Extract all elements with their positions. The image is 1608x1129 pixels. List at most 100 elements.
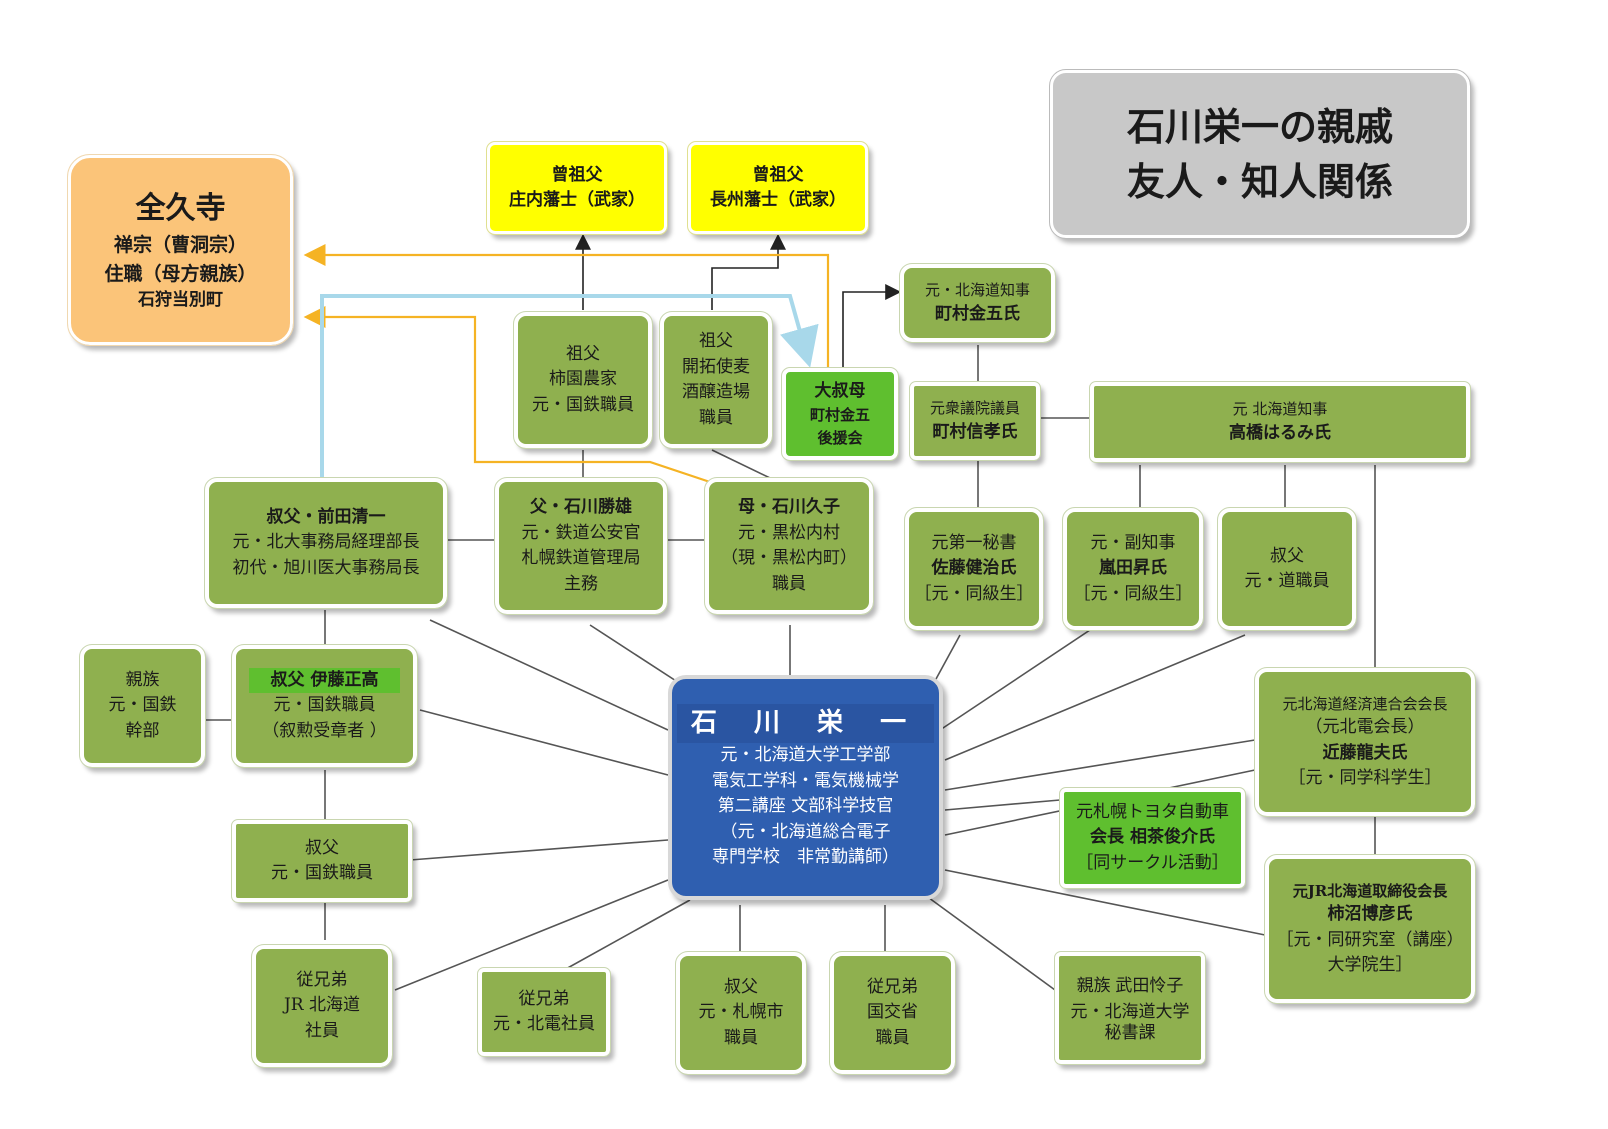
center-line1: 元・北海道大学工学部 xyxy=(720,745,891,766)
uncle-ito-name: 叔父 伊藤正高 xyxy=(248,667,401,694)
takeda-org: 元・北海道大学 xyxy=(1070,1001,1190,1021)
arashida-relation: ［元・同級生］ xyxy=(1073,583,1193,604)
relative-kokutetsu-label: 親族 xyxy=(125,669,160,690)
temple-node: 全久寺 禅宗（曹洞宗） 住職（母方親族） 石狩当別町 xyxy=(67,154,294,346)
mother-org: 元・黒松内村 xyxy=(738,522,840,543)
uncle-sapporo-node: 叔父 元・札幌市 職員 xyxy=(675,951,807,1075)
gf1-label: 祖父 xyxy=(566,343,600,364)
machimura-kingo-name: 町村金五氏 xyxy=(935,303,1020,324)
diagram-title-line1: 石川栄一の親戚 xyxy=(1126,103,1393,149)
kondo-title2: （元北電会長） xyxy=(1305,717,1425,737)
father-org: 札幌鉄道管理局 xyxy=(521,548,641,568)
cousin-kokko-node: 従兄弟 国交省 職員 xyxy=(829,951,956,1075)
greataunt-org: 後援会 xyxy=(817,428,863,447)
orange-link-greataunt xyxy=(303,244,830,370)
center-name: 石 川 栄 一 xyxy=(676,704,935,744)
kondo-relation: ［元・同学科学生］ xyxy=(1288,768,1442,788)
great-grandfather-shonai: 曾祖父 庄内藩士（武家） xyxy=(486,141,668,235)
cousin-hokuden-label: 従兄弟 xyxy=(518,988,570,1009)
grandfather-kakien: 祖父 柿園農家 元・国鉄職員 xyxy=(513,311,653,449)
uncle-ito-job: 元・国鉄職員 xyxy=(273,695,376,716)
arashida-name: 嵐田昇氏 xyxy=(1099,558,1167,579)
center-line3: 第二講座 文部科学技官 xyxy=(717,796,894,817)
uncle-ito-node: 叔父 伊藤正高 元・国鉄職員 （叙勲受章者 ） xyxy=(231,644,418,768)
blue-link-maeda xyxy=(320,294,819,478)
uncle-kokutetsu-label: 叔父 xyxy=(305,837,339,858)
relative-kokutetsu-node: 親族 元・国鉄 幹部 xyxy=(79,644,206,768)
cousin-jr-node: 従兄弟 JR 北海道 社員 xyxy=(251,944,393,1068)
ggf1-label: 曾祖父 xyxy=(551,164,603,185)
takeda-dept: 秘書課 xyxy=(1104,1023,1156,1043)
gf2-role: 職員 xyxy=(699,407,733,428)
takahashi-title: 元 北海道知事 xyxy=(1232,400,1328,418)
gf1-former: 元・国鉄職員 xyxy=(532,394,634,415)
kakinuma-relation1: ［元・同研究室（講座） xyxy=(1276,929,1464,950)
ggf1-desc: 庄内藩士（武家） xyxy=(509,190,645,210)
gf2-org: 開拓使麦 xyxy=(682,356,750,377)
takeda-node: 親族 武田怜子 元・北海道大学 秘書課 xyxy=(1054,951,1206,1065)
temple-sect: 禅宗（曹洞宗） xyxy=(113,234,247,257)
kakinuma-relation2: 大学院生］ xyxy=(1327,955,1413,975)
aicha-relation: ［同サークル活動］ xyxy=(1076,852,1229,873)
uncle-maeda-node: 叔父・前田清一 元・北大事務局経理部長 初代・旭川医大事務局長 xyxy=(204,477,448,609)
kakinuma-title: 元JR北海道取締役会長 xyxy=(1292,881,1448,900)
aicha-org: 元札幌トヨタ自動車 xyxy=(1076,801,1229,822)
father-node: 父・石川勝雄 元・鉄道公安官 札幌鉄道管理局 主務 xyxy=(494,477,668,615)
uncle-maeda-job2: 初代・旭川医大事務局長 xyxy=(232,557,420,578)
temple-place: 石狩当別町 xyxy=(138,290,223,311)
ggf2-label: 曾祖父 xyxy=(752,164,804,185)
cousin-jr-label: 従兄弟 xyxy=(296,969,348,990)
gf2-label: 祖父 xyxy=(699,331,733,351)
sato-relation: ［元・同級生］ xyxy=(914,583,1034,604)
mother-name: 母・石川久子 xyxy=(738,497,840,517)
relative-kokutetsu-role: 幹部 xyxy=(125,720,160,741)
takahashi-node: 元 北海道知事 高橋はるみ氏 xyxy=(1089,381,1471,463)
diagram-title-box: 石川栄一の親戚 友人・知人関係 xyxy=(1049,69,1471,239)
cousin-jr-role: 社員 xyxy=(305,1020,339,1041)
uncle-sapporo-org: 元・札幌市 xyxy=(698,1002,784,1023)
cousin-kokko-role: 職員 xyxy=(875,1027,910,1048)
cousin-hokuden-node: 従兄弟 元・北電社員 xyxy=(477,967,611,1057)
uncle-do-job: 元・道職員 xyxy=(1244,571,1330,591)
takeda-name: 親族 武田怜子 xyxy=(1076,976,1184,996)
mother-org-now: （現・黒松内町） xyxy=(721,548,857,568)
great-grandfather-choshu: 曾祖父 長州藩士（武家） xyxy=(687,141,869,235)
kakinuma-node: 元JR北海道取締役会長 柿沼博彦氏 ［元・同研究室（講座） 大学院生］ xyxy=(1264,854,1476,1004)
temple-name: 全久寺 xyxy=(135,191,226,227)
arrow-to-machimura xyxy=(842,284,902,370)
temple-role: 住職（母方親族） xyxy=(104,262,257,285)
father-job: 元・鉄道公安官 xyxy=(521,522,641,543)
aicha-name: 会長 相茶俊介氏 xyxy=(1090,827,1215,848)
ggf2-desc: 長州藩士（武家） xyxy=(710,190,846,210)
arrow-to-ggf2 xyxy=(711,233,786,310)
father-name: 父・石川勝雄 xyxy=(530,497,632,517)
cousin-hokuden-job: 元・北電社員 xyxy=(493,1014,595,1034)
uncle-do-node: 叔父 元・道職員 xyxy=(1217,507,1357,631)
machimura-nobutaka-name: 町村信孝氏 xyxy=(932,421,1018,442)
center-line2: 電気工学科・電気機械学 xyxy=(712,770,899,791)
sato-title: 元第一秘書 xyxy=(931,532,1017,553)
cousin-kokko-org: 国交省 xyxy=(867,1002,918,1023)
kakinuma-name: 柿沼博彦氏 xyxy=(1327,904,1413,924)
center-line5: 専門学校 非常勤講師） xyxy=(712,847,899,868)
machimura-kingo-title: 元・北海道知事 xyxy=(924,281,1030,299)
sato-node: 元第一秘書 佐藤健治氏 ［元・同級生］ xyxy=(904,507,1044,631)
grandfather-brewery: 祖父 開拓使麦 酒醸造場 職員 xyxy=(659,311,773,449)
greataunt-name: 町村金五 xyxy=(809,406,870,425)
mother-role: 職員 xyxy=(772,573,806,594)
arashida-title: 元・副知事 xyxy=(1090,532,1176,553)
greataunt-label: 大叔母 xyxy=(814,380,866,401)
uncle-kokutetsu-node: 叔父 元・国鉄職員 xyxy=(231,819,413,903)
uncle-kokutetsu-job: 元・国鉄職員 xyxy=(271,863,373,883)
uncle-maeda-job1: 元・北大事務局経理部長 xyxy=(232,532,420,553)
great-aunt-node: 大叔母 町村金五 後援会 xyxy=(781,367,899,461)
relation-lines xyxy=(205,345,1376,991)
uncle-maeda-name: 叔父・前田清一 xyxy=(266,506,386,527)
gf1-job: 柿園農家 xyxy=(549,369,617,390)
machimura-kingo-node: 元・北海道知事 町村金五氏 xyxy=(899,263,1056,343)
aicha-node: 元札幌トヨタ自動車 会長 相茶俊介氏 ［同サークル活動］ xyxy=(1059,787,1246,889)
uncle-sapporo-label: 叔父 xyxy=(724,976,758,997)
kondo-title: 元北海道経済連合会会長 xyxy=(1282,694,1448,713)
kondo-node: 元北海道経済連合会会長 （元北電会長） 近藤龍夫氏 ［元・同学科学生］ xyxy=(1254,667,1476,817)
